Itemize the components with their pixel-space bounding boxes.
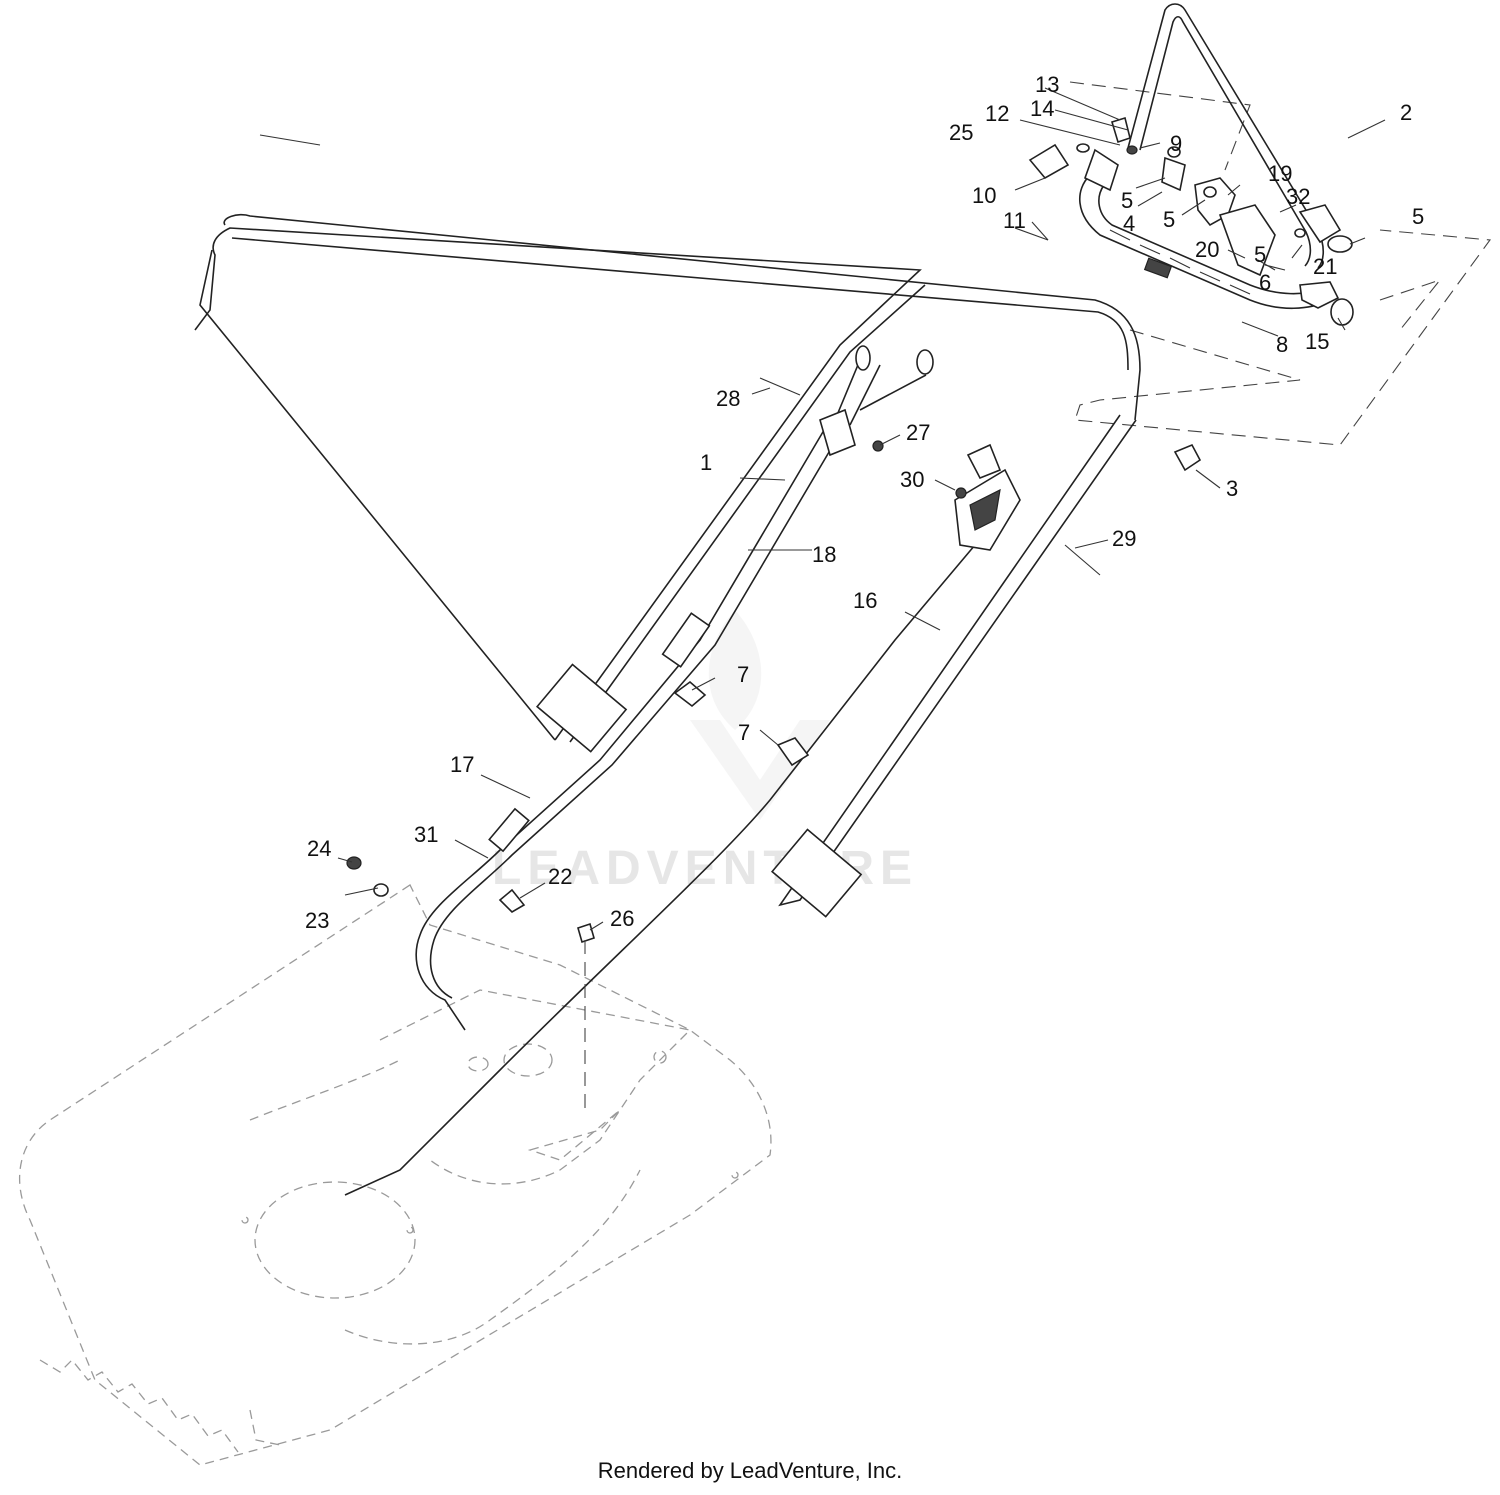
callout-12: 12 xyxy=(985,101,1009,126)
assembly-phantom-lines xyxy=(1069,81,1492,446)
callout-13: 13 xyxy=(1035,72,1059,97)
callout-30: 30 xyxy=(900,467,924,492)
callout-25: 25 xyxy=(949,120,973,145)
cables xyxy=(344,345,976,1196)
callout-10: 10 xyxy=(972,183,996,208)
footer-credit: Rendered by LeadVenture, Inc. xyxy=(597,1458,903,1483)
callout-17: 17 xyxy=(450,752,474,777)
callout-2: 2 xyxy=(1400,100,1412,125)
callout-7b: 7 xyxy=(738,720,750,745)
callout-16: 16 xyxy=(853,588,877,613)
callout-20: 20 xyxy=(1195,237,1219,262)
callout-7a: 7 xyxy=(737,662,749,687)
callout-6: 6 xyxy=(1259,270,1271,295)
callout-26: 26 xyxy=(610,906,634,931)
callout-18: 18 xyxy=(812,542,836,567)
callout-28: 28 xyxy=(716,386,740,411)
callout-9: 9 xyxy=(1170,131,1182,156)
callout-15: 15 xyxy=(1305,329,1329,354)
callout-5a: 5 xyxy=(1121,188,1133,213)
lower-handle[interactable] xyxy=(194,213,1141,918)
callout-24: 24 xyxy=(307,836,331,861)
callout-11: 11 xyxy=(1003,208,1026,233)
fasteners xyxy=(346,377,1101,1110)
callout-31: 31 xyxy=(414,822,438,847)
upper-handle[interactable] xyxy=(1127,3,1325,269)
callout-1: 1 xyxy=(700,450,712,475)
leader-lines xyxy=(259,87,1386,931)
handle-hardware xyxy=(1014,116,1354,472)
callout-32: 32 xyxy=(1286,184,1310,209)
callout-4: 4 xyxy=(1123,211,1135,236)
callout-21: 21 xyxy=(1313,254,1337,279)
callout-labels: 1 2 3 4 5 5 5 5 6 7 7 8 9 10 11 12 13 14… xyxy=(305,72,1424,933)
bail-bar[interactable] xyxy=(1078,174,1340,310)
throttle-control[interactable] xyxy=(954,443,1021,551)
callout-5b: 5 xyxy=(1163,207,1175,232)
callout-5c: 5 xyxy=(1412,204,1424,229)
callout-23: 23 xyxy=(305,908,329,933)
callout-27: 27 xyxy=(906,420,930,445)
callout-19: 19 xyxy=(1268,161,1292,186)
callout-5d: 5 xyxy=(1254,242,1266,267)
callout-29: 29 xyxy=(1112,526,1136,551)
callout-8: 8 xyxy=(1276,332,1288,357)
callout-14: 14 xyxy=(1030,96,1054,121)
leadventure-watermark-logo xyxy=(690,610,830,820)
callout-3: 3 xyxy=(1226,476,1238,501)
mower-deck-outline xyxy=(18,884,772,1466)
callout-22: 22 xyxy=(548,864,572,889)
